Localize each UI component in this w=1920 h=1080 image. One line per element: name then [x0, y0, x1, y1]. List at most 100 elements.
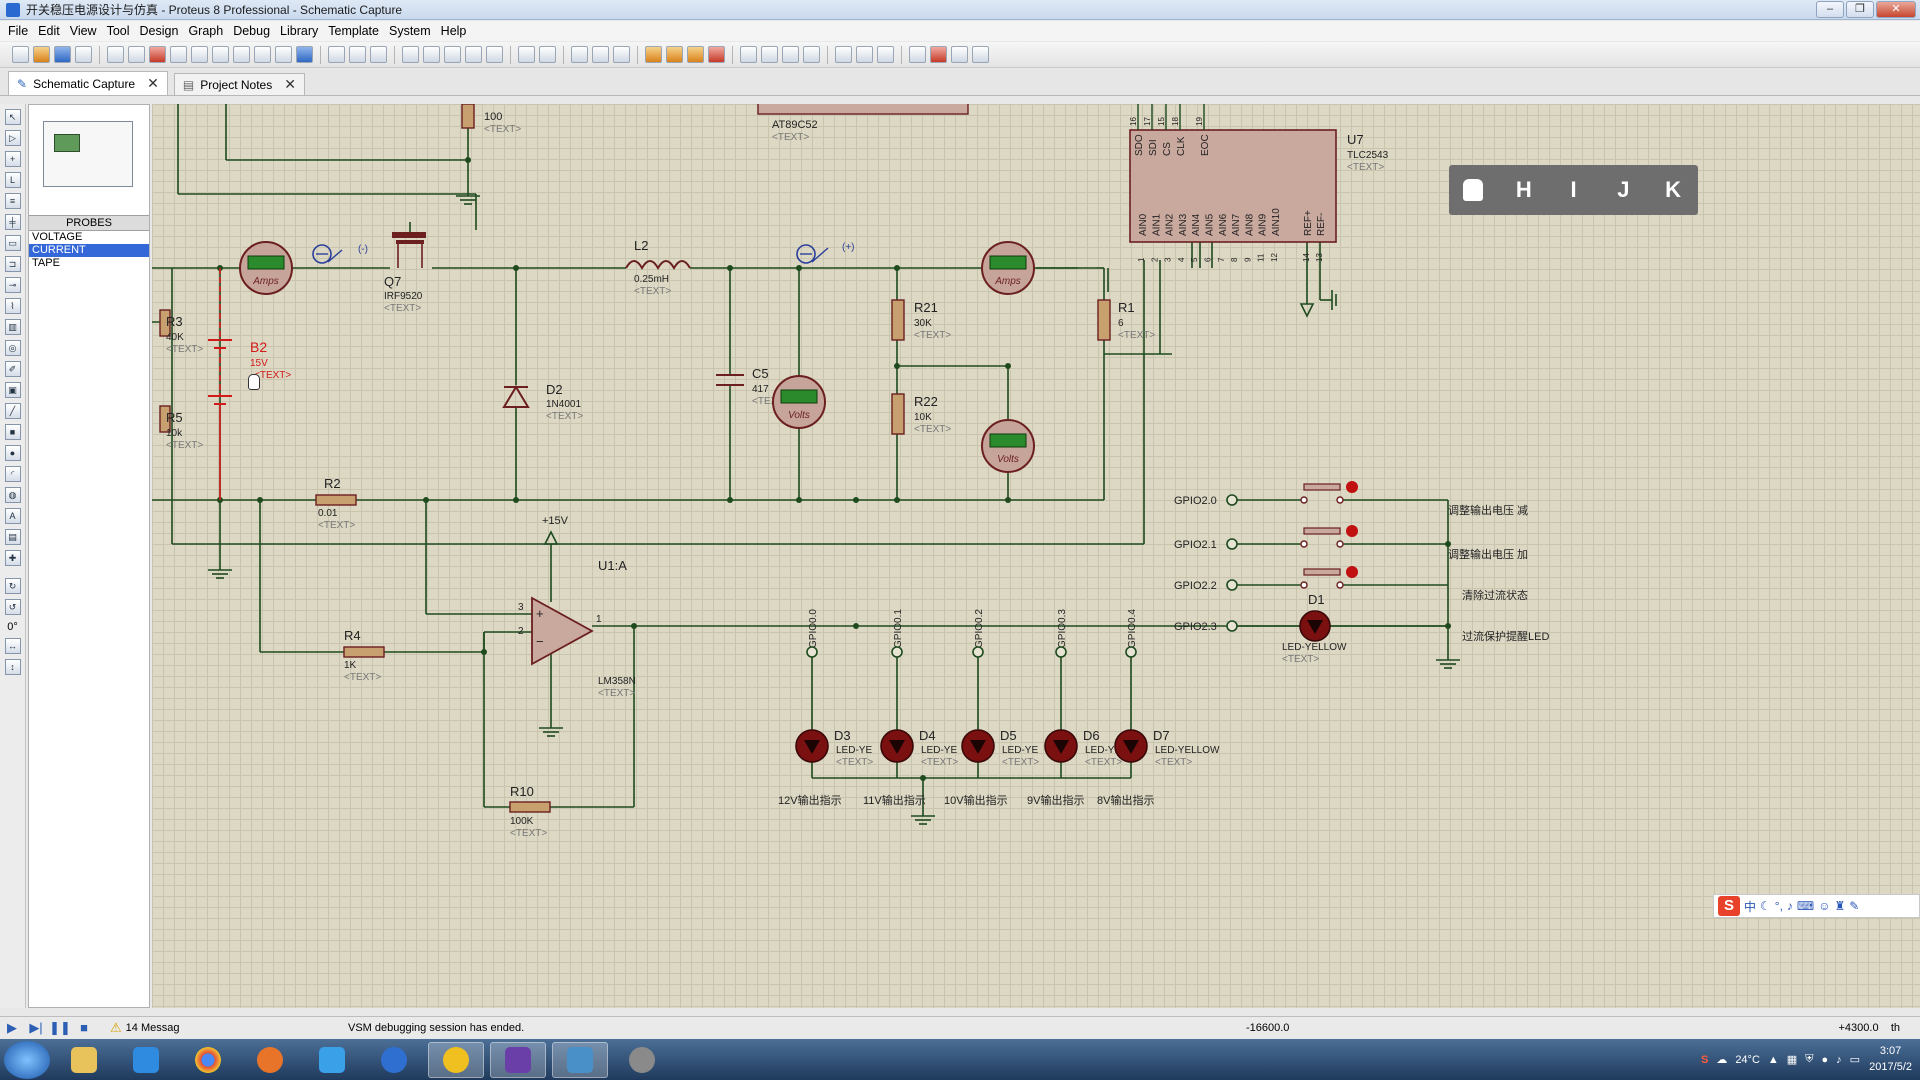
- zoom-in-icon[interactable]: [423, 46, 440, 63]
- box-icon[interactable]: ■: [4, 424, 21, 440]
- circle-icon[interactable]: ●: [4, 445, 21, 461]
- probe-item-voltage[interactable]: VOLTAGE: [32, 231, 83, 243]
- buses-icon[interactable]: ╪: [4, 214, 21, 230]
- tab-schematic-capture[interactable]: ✎ Schematic Capture ✕: [8, 71, 168, 95]
- cut-icon[interactable]: [571, 46, 588, 63]
- tape-recorder-icon[interactable]: ▥: [4, 319, 21, 335]
- menu-system[interactable]: System: [388, 24, 431, 38]
- pick-device-icon[interactable]: [740, 46, 757, 63]
- text-icon[interactable]: A: [4, 508, 21, 524]
- voltage-probe-icon[interactable]: ✐: [4, 361, 21, 377]
- punctuation-icon[interactable]: °,: [1774, 899, 1783, 913]
- pan-icon[interactable]: [402, 46, 419, 63]
- subcircuit-icon[interactable]: ▭: [4, 235, 21, 251]
- switch-actuator[interactable]: [1303, 568, 1341, 576]
- wrench-icon[interactable]: ✎: [1849, 899, 1860, 913]
- gpio0-terminal[interactable]: [891, 646, 903, 658]
- copy-icon[interactable]: [592, 46, 609, 63]
- menu-view[interactable]: View: [69, 24, 97, 38]
- voltmeter-1[interactable]: Volts: [772, 375, 826, 429]
- property-tool-icon[interactable]: [877, 46, 894, 63]
- restore-button[interactable]: ❐: [1846, 1, 1874, 18]
- menu-help[interactable]: Help: [440, 24, 467, 38]
- block-copy-icon[interactable]: [645, 46, 662, 63]
- paste-icon[interactable]: [613, 46, 630, 63]
- ammeter-2[interactable]: Amps: [981, 241, 1035, 295]
- clock[interactable]: 3:07 2017/5/2: [1869, 1043, 1912, 1075]
- led-d1[interactable]: D1 LED-YELLOW <TEXT>: [1282, 592, 1347, 665]
- gpio2-terminal[interactable]: [1226, 494, 1238, 506]
- taskbar-explorer[interactable]: [56, 1042, 112, 1078]
- terminals-icon[interactable]: ⊐: [4, 256, 21, 272]
- marker-icon[interactable]: ✚: [4, 550, 21, 566]
- exit-to-parent-icon[interactable]: [951, 46, 968, 63]
- resistor-r22[interactable]: R22 10K <TEXT>: [891, 393, 951, 435]
- taskbar-app-orange[interactable]: [242, 1042, 298, 1078]
- graph-mode-icon[interactable]: ⌇: [4, 298, 21, 314]
- inductor-l2[interactable]: L2 0.25mH <TEXT>: [625, 238, 691, 297]
- path-icon[interactable]: ◍: [4, 487, 21, 503]
- debug-icon[interactable]: [275, 46, 292, 63]
- voltmeter-2[interactable]: Volts: [981, 419, 1035, 473]
- ammeter-1[interactable]: Amps: [239, 241, 293, 295]
- show-hidden-icon[interactable]: ▲: [1767, 1053, 1779, 1066]
- gpio0-terminal[interactable]: [1055, 646, 1067, 658]
- diode-d2[interactable]: D2 1N4001 <TEXT>: [502, 382, 583, 422]
- switch-actuator[interactable]: [1303, 483, 1341, 491]
- at89c52-chip[interactable]: AT89C52 <TEXT>: [757, 104, 969, 143]
- tab-project-notes[interactable]: ▤ Project Notes ✕: [173, 73, 305, 95]
- rotate-ccw-icon[interactable]: ↺: [4, 599, 21, 615]
- gpio0-terminal[interactable]: [972, 646, 984, 658]
- step-button[interactable]: ▶|: [29, 1019, 43, 1035]
- search-icon[interactable]: [856, 46, 873, 63]
- sogou-icon[interactable]: S: [1718, 896, 1740, 916]
- current-probe-1[interactable]: (-): [312, 244, 368, 264]
- origin-icon[interactable]: [370, 46, 387, 63]
- taskbar-app-gray[interactable]: [614, 1042, 670, 1078]
- taskbar-vs[interactable]: [490, 1041, 546, 1078]
- taskbar-ie[interactable]: [366, 1042, 422, 1078]
- network-icon[interactable]: ▦: [1786, 1054, 1798, 1066]
- message-count[interactable]: ⚠ 14 Messag: [110, 1020, 210, 1036]
- block-rotate-icon[interactable]: [687, 46, 704, 63]
- schematic-canvas[interactable]: 100 <TEXT> AT89C52 <TEXT> Amps: [152, 104, 1920, 1008]
- gpio2-terminal[interactable]: [1226, 538, 1238, 550]
- user-icon[interactable]: ☺: [1818, 899, 1831, 913]
- resistor-r10[interactable]: R10 100K <TEXT>: [509, 784, 551, 839]
- battery-b2[interactable]: B2 15V <TEXT>: [208, 268, 291, 500]
- 3d-icon[interactable]: [170, 46, 187, 63]
- resistor-r1[interactable]: R1 6 <TEXT>: [1097, 299, 1155, 341]
- rotation-angle[interactable]: 0°: [7, 621, 18, 633]
- refresh-icon[interactable]: [328, 46, 345, 63]
- arc-icon[interactable]: ◜: [4, 466, 21, 482]
- text-script-icon[interactable]: ≡: [4, 193, 21, 209]
- source-icon[interactable]: [233, 46, 250, 63]
- power-15v[interactable]: +15V: [542, 515, 569, 545]
- close-tab-icon[interactable]: ✕: [284, 76, 296, 92]
- menu-design[interactable]: Design: [139, 24, 179, 38]
- package-tool-icon[interactable]: [782, 46, 799, 63]
- make-device-icon[interactable]: [761, 46, 778, 63]
- resistor-r2[interactable]: R2 0.01 <TEXT>: [315, 476, 357, 531]
- home-icon[interactable]: [107, 46, 124, 63]
- mosfet-q7[interactable]: Q7 IRF9520 <TEXT>: [384, 222, 426, 314]
- overview-window[interactable]: [43, 121, 133, 187]
- microphone-icon[interactable]: ♪: [1786, 899, 1793, 913]
- wire-autorouter-icon[interactable]: [835, 46, 852, 63]
- rotate-cw-icon[interactable]: ↻: [4, 578, 21, 594]
- decompose-icon[interactable]: [803, 46, 820, 63]
- ime-chinese-mode[interactable]: 中: [1744, 899, 1757, 914]
- remove-sheet-icon[interactable]: [930, 46, 947, 63]
- menu-graph[interactable]: Graph: [188, 24, 224, 38]
- help-icon[interactable]: [296, 46, 313, 63]
- start-button[interactable]: [4, 1040, 50, 1079]
- probe-item-tape[interactable]: TAPE: [32, 257, 60, 269]
- open-folder-icon[interactable]: [33, 46, 50, 63]
- taskbar-qq[interactable]: [428, 1041, 484, 1078]
- virtual-instrument-icon[interactable]: ▣: [4, 382, 21, 398]
- capacitor-c5[interactable]: C5 417 <TEXT>: [716, 366, 789, 407]
- block-delete-icon[interactable]: [708, 46, 725, 63]
